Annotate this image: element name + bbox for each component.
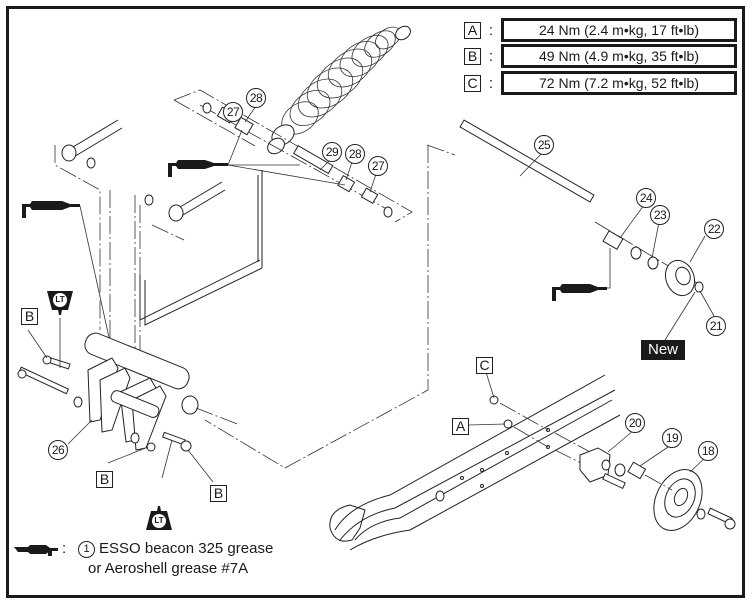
legend-text-1: ESSO beacon 325 grease (99, 540, 274, 557)
callout-28: 28 (246, 88, 266, 108)
callout-20: 20 (625, 413, 645, 433)
frame-plane (204, 144, 456, 469)
bracket-bolts (17, 318, 214, 483)
callout-21: 21 (706, 316, 726, 336)
shaft-assembly (459, 119, 704, 301)
shock-absorber (267, 25, 411, 155)
torque-ref-b: B (210, 485, 227, 502)
legend-separator: : (62, 540, 67, 557)
torque-letter: A (464, 21, 481, 39)
callout-18: 18 (698, 441, 718, 461)
legend-circled-number: 1 (78, 541, 95, 558)
callout-27: 27 (223, 102, 243, 122)
torque-separator: : (488, 74, 494, 92)
torque-separator: : (488, 47, 494, 65)
torque-value: 72 Nm (7.2 m•kg, 52 ft•lb) (501, 71, 737, 95)
torque-letter: B (464, 47, 481, 65)
torque-spec-c: C : 72 Nm (7.2 m•kg, 52 ft•lb) (464, 71, 737, 95)
callout-23: 23 (650, 205, 670, 225)
torque-ref-b: B (96, 471, 113, 488)
slide-rail (329, 374, 621, 551)
torque-spec-a: A : 24 Nm (2.4 m•kg, 17 ft•lb) (464, 18, 737, 42)
torque-value: 49 Nm (4.9 m•kg, 35 ft•lb) (501, 44, 737, 68)
locktite-label: LT (152, 514, 166, 528)
pivot-bracket (84, 332, 241, 451)
callout-29: 29 (322, 142, 342, 162)
torque-ref-a: A (452, 418, 469, 435)
idler-wheel-assembly (579, 447, 736, 531)
callout-26: 26 (48, 440, 68, 460)
leader-lines (225, 105, 715, 473)
callout-24: 24 (636, 188, 656, 208)
locktite-badge-upper: LT (46, 290, 74, 316)
torque-separator: : (488, 21, 494, 39)
callout-27: 27 (368, 156, 388, 176)
callout-22: 22 (704, 219, 724, 239)
locktite-label: LT (53, 293, 67, 307)
left-frame-rails (54, 119, 263, 375)
grease-pointer-upper (168, 129, 346, 186)
upper-mount-plane (173, 89, 413, 223)
new-part-badge: New (641, 340, 685, 360)
torque-ref-b: B (21, 308, 38, 325)
locktite-badge-lower: LT (145, 505, 173, 531)
legend-line-2: or Aeroshell grease #7A (88, 560, 249, 577)
torque-ref-c: C (476, 357, 493, 374)
callout-19: 19 (662, 428, 682, 448)
callout-28: 28 (345, 144, 365, 164)
torque-letter: C (464, 74, 481, 92)
torque-value: 24 Nm (2.4 m•kg, 17 ft•lb) (501, 18, 737, 42)
torque-spec-b: B : 49 Nm (4.9 m•kg, 35 ft•lb) (464, 44, 737, 68)
callout-25: 25 (534, 135, 554, 155)
grease-gun-icon (14, 545, 58, 556)
